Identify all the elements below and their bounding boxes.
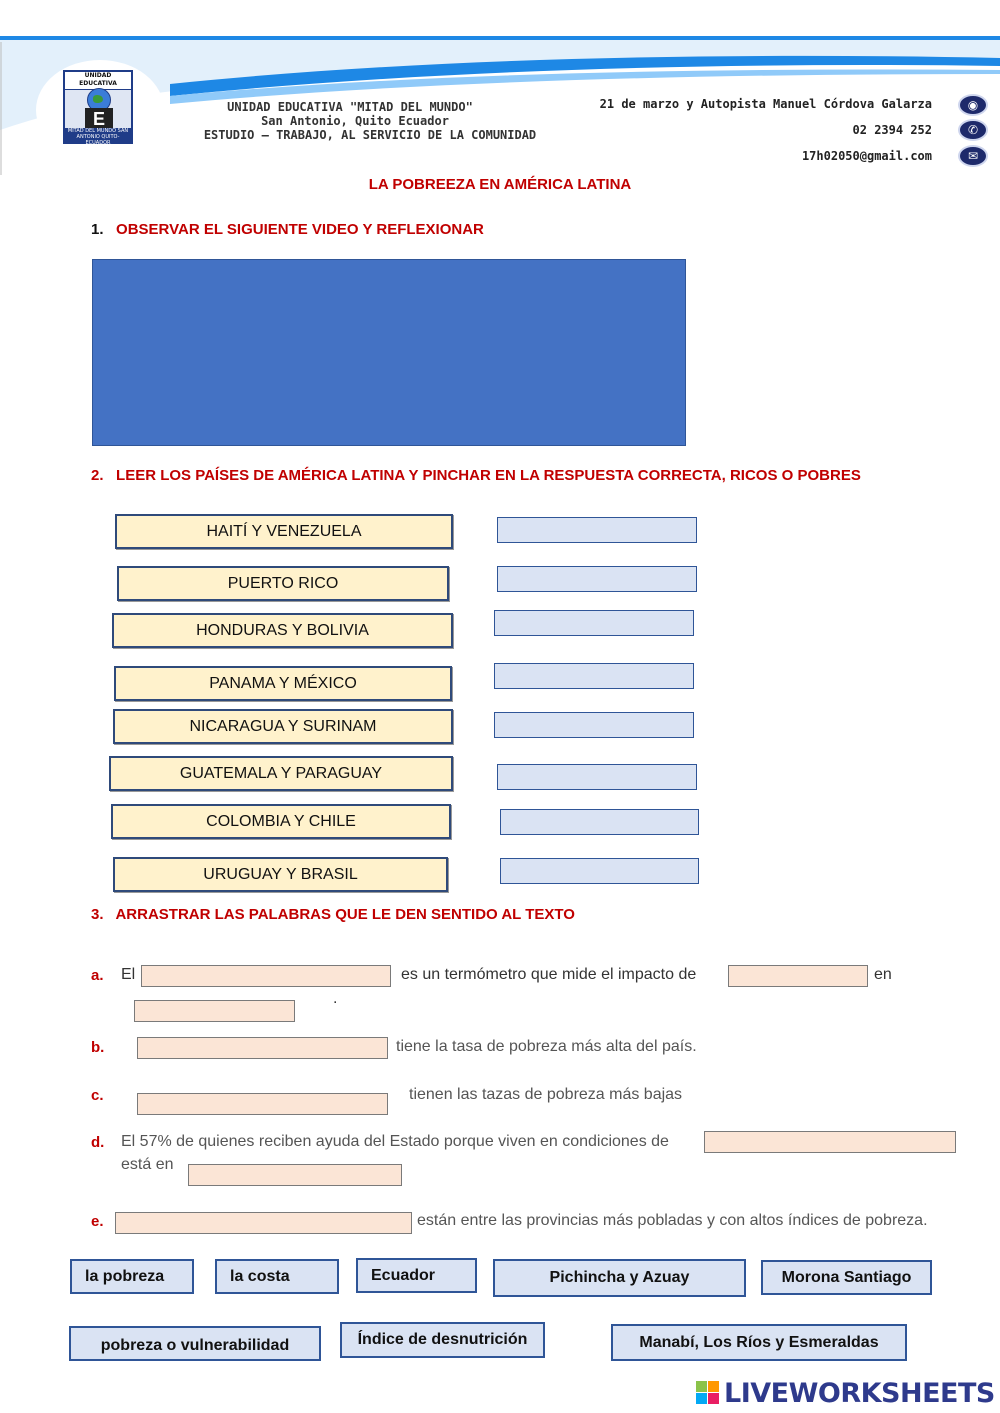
answer-select[interactable] — [497, 517, 697, 543]
item-e-label: e. — [91, 1213, 104, 1230]
question-number: 2. — [91, 467, 104, 484]
question-3: 3. ARRASTRAR LAS PALABRAS QUE LE DEN SEN… — [91, 906, 575, 923]
item-a-text-2: es un termómetro que mide el impacto de — [401, 966, 697, 983]
draggable-word[interactable]: la pobreza — [70, 1259, 194, 1294]
question-1: 1. OBSERVAR EL SIGUIENTE VIDEO Y REFLEXI… — [91, 221, 484, 238]
draggable-word[interactable]: Morona Santiago — [761, 1260, 932, 1295]
school-name: UNIDAD EDUCATIVA "MITAD DEL MUNDO" — [227, 100, 473, 114]
item-a-text-4: . — [333, 990, 338, 1007]
drop-blank[interactable] — [137, 1037, 388, 1059]
item-a-text-1: El — [121, 966, 136, 983]
country-card: COLOMBIA Y CHILE — [111, 804, 451, 839]
country-card: NICARAGUA Y SURINAM — [113, 709, 453, 744]
draggable-word[interactable]: Ecuador — [356, 1258, 477, 1293]
answer-select[interactable] — [494, 610, 694, 636]
answer-select[interactable] — [497, 764, 697, 790]
draggable-word[interactable]: pobreza o vulnerabilidad — [69, 1326, 321, 1361]
item-a-text-3: en — [874, 966, 892, 983]
item-c-label: c. — [91, 1087, 104, 1104]
drop-blank[interactable] — [141, 965, 391, 987]
school-logo: UNIDAD EDUCATIVA E MITAD DEL MUNDO SAN A… — [63, 70, 133, 146]
answer-select[interactable] — [497, 566, 697, 592]
draggable-word[interactable]: Manabí, Los Ríos y Esmeraldas — [611, 1324, 907, 1361]
logo-letter: E — [85, 108, 113, 130]
answer-select[interactable] — [500, 809, 699, 835]
drop-blank[interactable] — [704, 1131, 956, 1153]
country-card: URUGUAY Y BRASIL — [113, 857, 448, 892]
mail-icon: ✉ — [958, 145, 988, 167]
country-card: PUERTO RICO — [117, 566, 449, 601]
question-text: LEER LOS PAÍSES DE AMÉRICA LATINA Y PINC… — [116, 467, 861, 484]
header-banner-swoosh — [0, 36, 1000, 175]
answer-select[interactable] — [494, 712, 694, 738]
draggable-word[interactable]: la costa — [215, 1259, 339, 1294]
phone-icon: ✆ — [958, 119, 988, 141]
country-card: HONDURAS Y BOLIVIA — [112, 613, 453, 648]
drop-blank[interactable] — [728, 965, 868, 987]
page-title: LA POBREEZA EN AMÉRICA LATINA — [368, 176, 632, 193]
draggable-word[interactable]: Índice de desnutrición — [340, 1322, 545, 1358]
country-card: HAITÍ Y VENEZUELA — [115, 514, 453, 549]
item-d-text-1: El 57% de quienes reciben ayuda del Esta… — [121, 1133, 669, 1150]
item-d-text-2: está en — [121, 1156, 174, 1173]
location-icon: ◉ — [958, 94, 988, 116]
drop-blank[interactable] — [115, 1212, 412, 1234]
drop-blank[interactable] — [137, 1093, 388, 1115]
liveworksheets-icon — [696, 1381, 720, 1405]
country-card: PANAMA Y MÉXICO — [114, 666, 452, 701]
school-phone: 02 2394 252 — [852, 123, 932, 137]
item-c-text: tienen las tazas de pobreza más bajas — [409, 1086, 683, 1103]
item-a-label: a. — [91, 967, 104, 984]
draggable-word[interactable]: Pichincha y Azuay — [493, 1259, 746, 1297]
answer-select[interactable] — [494, 663, 694, 689]
item-d-label: d. — [91, 1134, 105, 1151]
country-card: GUATEMALA Y PARAGUAY — [109, 756, 453, 791]
question-number: 1. — [91, 221, 104, 238]
video-player[interactable] — [92, 259, 686, 446]
question-number: 3. — [91, 906, 104, 923]
page-header: UNIDAD EDUCATIVA E MITAD DEL MUNDO SAN A… — [0, 0, 1000, 175]
school-email: 17h02050@gmail.com — [801, 149, 932, 163]
logo-bottom-text: MITAD DEL MUNDO SAN ANTONIO QUITO-ECUADO… — [65, 128, 131, 146]
school-location: San Antonio, Quito Ecuador — [261, 114, 449, 128]
drop-blank[interactable] — [188, 1164, 402, 1186]
item-e-text: están entre las provincias más pobladas … — [417, 1212, 928, 1229]
drop-blank[interactable] — [134, 1000, 295, 1022]
liveworksheets-wordmark: LIVEWORKSHEETS — [724, 1378, 995, 1409]
school-motto: ESTUDIO – TRABAJO, AL SERVICIO DE LA COM… — [203, 128, 537, 142]
item-b-label: b. — [91, 1039, 105, 1056]
item-b-text: tiene la tasa de pobreza más alta del pa… — [396, 1038, 697, 1055]
answer-select[interactable] — [500, 858, 699, 884]
question-text: ARRASTRAR LAS PALABRAS QUE LE DEN SENTID… — [115, 906, 575, 923]
question-2: 2. LEER LOS PAÍSES DE AMÉRICA LATINA Y P… — [91, 467, 861, 484]
school-address: 21 de marzo y Autopista Manuel Córdova G… — [599, 97, 932, 111]
school-info: UNIDAD EDUCATIVA "MITAD DEL MUNDO" San A… — [180, 100, 560, 142]
question-text: OBSERVAR EL SIGUIENTE VIDEO Y REFLEXIONA… — [116, 221, 484, 238]
